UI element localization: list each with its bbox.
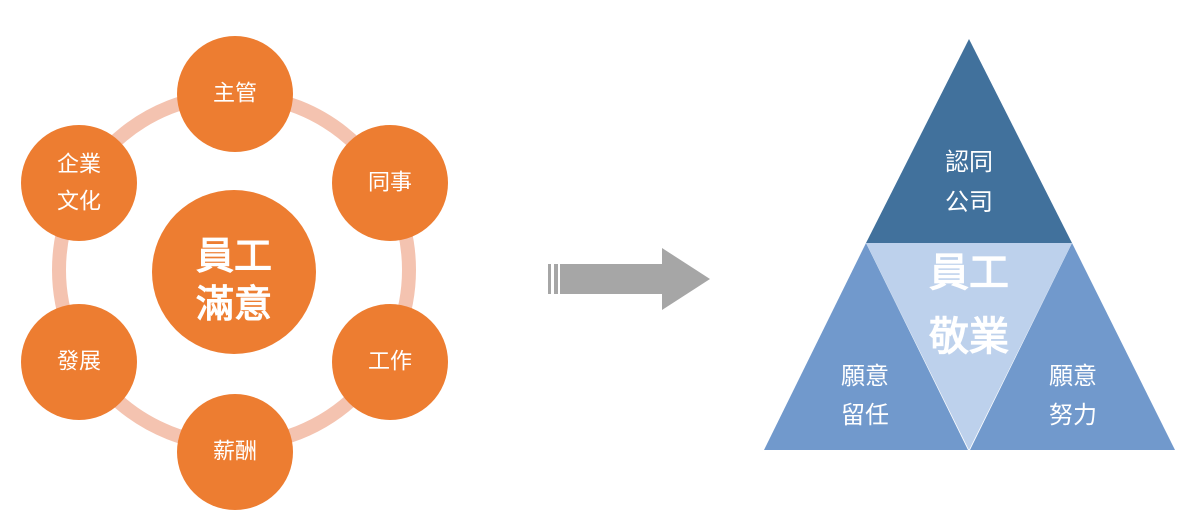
satisfaction-cycle: 員工 滿意 主管 同事 工作 薪酬 發展: [21, 36, 448, 510]
node-work-label: 工作: [368, 350, 412, 375]
satisfaction-center-circle: [152, 190, 316, 354]
node-culture: 企業 文化: [21, 125, 137, 241]
satisfaction-center-line-2: 滿意: [196, 282, 272, 326]
node-work: 工作: [332, 304, 448, 420]
pyramid-top-label-line-2: 公司: [945, 188, 993, 216]
satisfaction-center: 員工 滿意: [152, 190, 316, 354]
node-colleague-circle: [332, 125, 448, 241]
node-work-circle: [332, 304, 448, 420]
pyramid-center-triangle: [866, 243, 1072, 450]
node-salary-label: 薪酬: [213, 440, 257, 465]
arrow-body: [560, 248, 710, 310]
pyramid-left-label-line-1: 願意: [841, 362, 889, 390]
satisfaction-center-line-1: 員工: [196, 234, 272, 278]
pyramid-center-label-line-1: 員工: [929, 250, 1009, 296]
node-salary: 薪酬: [177, 394, 293, 510]
pyramid-center-label-line-2: 敬業: [928, 314, 1009, 360]
engagement-pyramid: 認同 公司 員工 敬業 願意 留任 願意 努力: [764, 39, 1175, 450]
node-development: 發展: [21, 304, 137, 420]
arrow-stripe-1: [548, 264, 551, 294]
pyramid-right-label-line-2: 努力: [1049, 401, 1097, 429]
node-culture-circle: [21, 125, 137, 241]
node-development-circle: [21, 304, 137, 420]
node-development-label: 發展: [57, 350, 101, 375]
pyramid-left-label-line-2: 留任: [841, 401, 889, 429]
node-culture-label-line-2: 文化: [57, 190, 101, 215]
node-supervisor: 主管: [177, 36, 293, 152]
node-supervisor-label: 主管: [213, 82, 257, 107]
pyramid-top-label-line-1: 認同: [945, 148, 993, 176]
node-culture-label-line-1: 企業: [57, 153, 101, 178]
pyramid-top-triangle: [866, 39, 1072, 243]
pyramid-right-triangle: [970, 243, 1175, 450]
arrow-stripe-2: [554, 264, 558, 294]
right-arrow-icon: [548, 248, 710, 310]
node-salary-circle: [177, 394, 293, 510]
node-colleague-label: 同事: [368, 171, 412, 196]
node-supervisor-circle: [177, 36, 293, 152]
pyramid-right-label-line-1: 願意: [1049, 362, 1097, 390]
node-colleague: 同事: [332, 125, 448, 241]
pyramid-left-triangle: [764, 243, 968, 450]
